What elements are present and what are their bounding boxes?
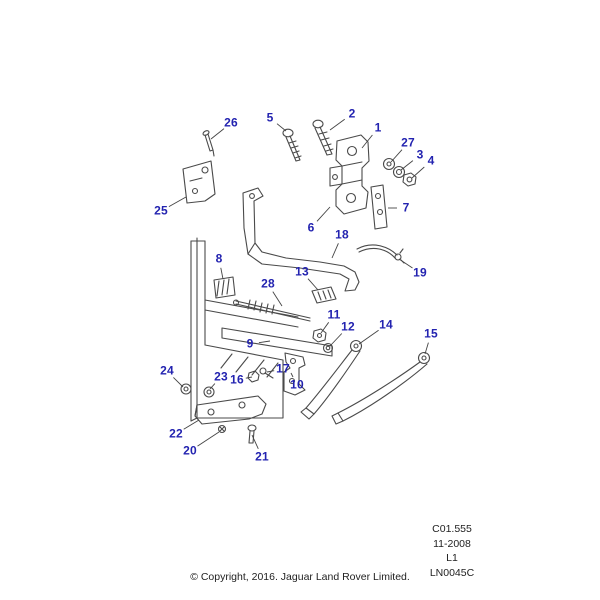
part-20-screw <box>217 424 227 434</box>
part-26-pin <box>202 130 215 157</box>
leader-line-24 <box>173 377 184 388</box>
leader-line-3 <box>400 160 414 171</box>
leader-line-26 <box>210 128 225 140</box>
part-10-bracket <box>283 352 306 396</box>
part-13-block <box>311 286 337 304</box>
copyright-notice: © Copyright, 2016. Jaguar Land Rover Lim… <box>190 571 410 583</box>
part-25-bracket <box>182 160 216 204</box>
ref-code-sheet: C01.555 <box>432 523 472 535</box>
leader-line-17 <box>266 370 275 373</box>
leader-line-22 <box>183 419 200 430</box>
part-23-washer <box>203 386 215 398</box>
leader-line-6 <box>316 206 331 222</box>
part-17-stud <box>259 367 274 379</box>
leader-line-2 <box>329 118 345 131</box>
leader-line-9 <box>258 340 271 344</box>
leader-line-14 <box>358 329 379 345</box>
part-11-nut <box>312 328 327 343</box>
leader-line-25 <box>168 196 187 207</box>
leader-line-19 <box>398 258 413 269</box>
leader-line-16 <box>245 376 253 379</box>
leader-line-28 <box>272 291 283 307</box>
part-22-bracket <box>194 395 267 425</box>
leader-line-5 <box>276 123 287 132</box>
part-8-clip <box>213 276 236 299</box>
leader-line-18 <box>331 243 339 259</box>
part-6-bracket-arm <box>242 187 360 292</box>
part-5-bolt <box>282 128 302 162</box>
part-19-cable <box>356 244 405 264</box>
part-15-check-strap <box>331 351 431 425</box>
part-24-washer <box>180 383 192 395</box>
leader-lines-layer <box>168 118 429 449</box>
part-1-hinge <box>329 134 370 215</box>
leader-line-23 <box>209 383 216 390</box>
leader-line-11 <box>320 322 330 334</box>
leader-line-13 <box>307 278 319 291</box>
ref-code-date: 11-2008 <box>433 537 471 550</box>
leader-line-4 <box>411 166 425 179</box>
part-2-bolt <box>312 119 334 156</box>
leader-line-21 <box>251 434 259 449</box>
part-28-rod <box>232 299 311 322</box>
leader-line-1 <box>361 134 373 149</box>
ref-code-revision: L1 <box>446 552 458 564</box>
door-frame <box>190 237 284 422</box>
reference-block: C01.555 11-2008 L1 LN0045C <box>415 522 489 580</box>
leader-line-8 <box>220 267 224 280</box>
part-21-bolt <box>247 424 257 444</box>
part-14-check-strap <box>300 339 363 420</box>
leader-line-10 <box>290 372 294 378</box>
part-3-washer <box>392 165 406 179</box>
leader-line-15 <box>424 342 429 355</box>
leader-line-20 <box>197 431 220 447</box>
part-27-washer <box>382 157 396 171</box>
ref-code-drawing: LN0045C <box>429 566 475 579</box>
leader-line-12 <box>329 333 343 347</box>
part-4-nut <box>402 172 417 187</box>
part-12-washer <box>322 342 334 354</box>
part-7-plate <box>370 184 388 230</box>
leader-line-27 <box>390 149 403 163</box>
